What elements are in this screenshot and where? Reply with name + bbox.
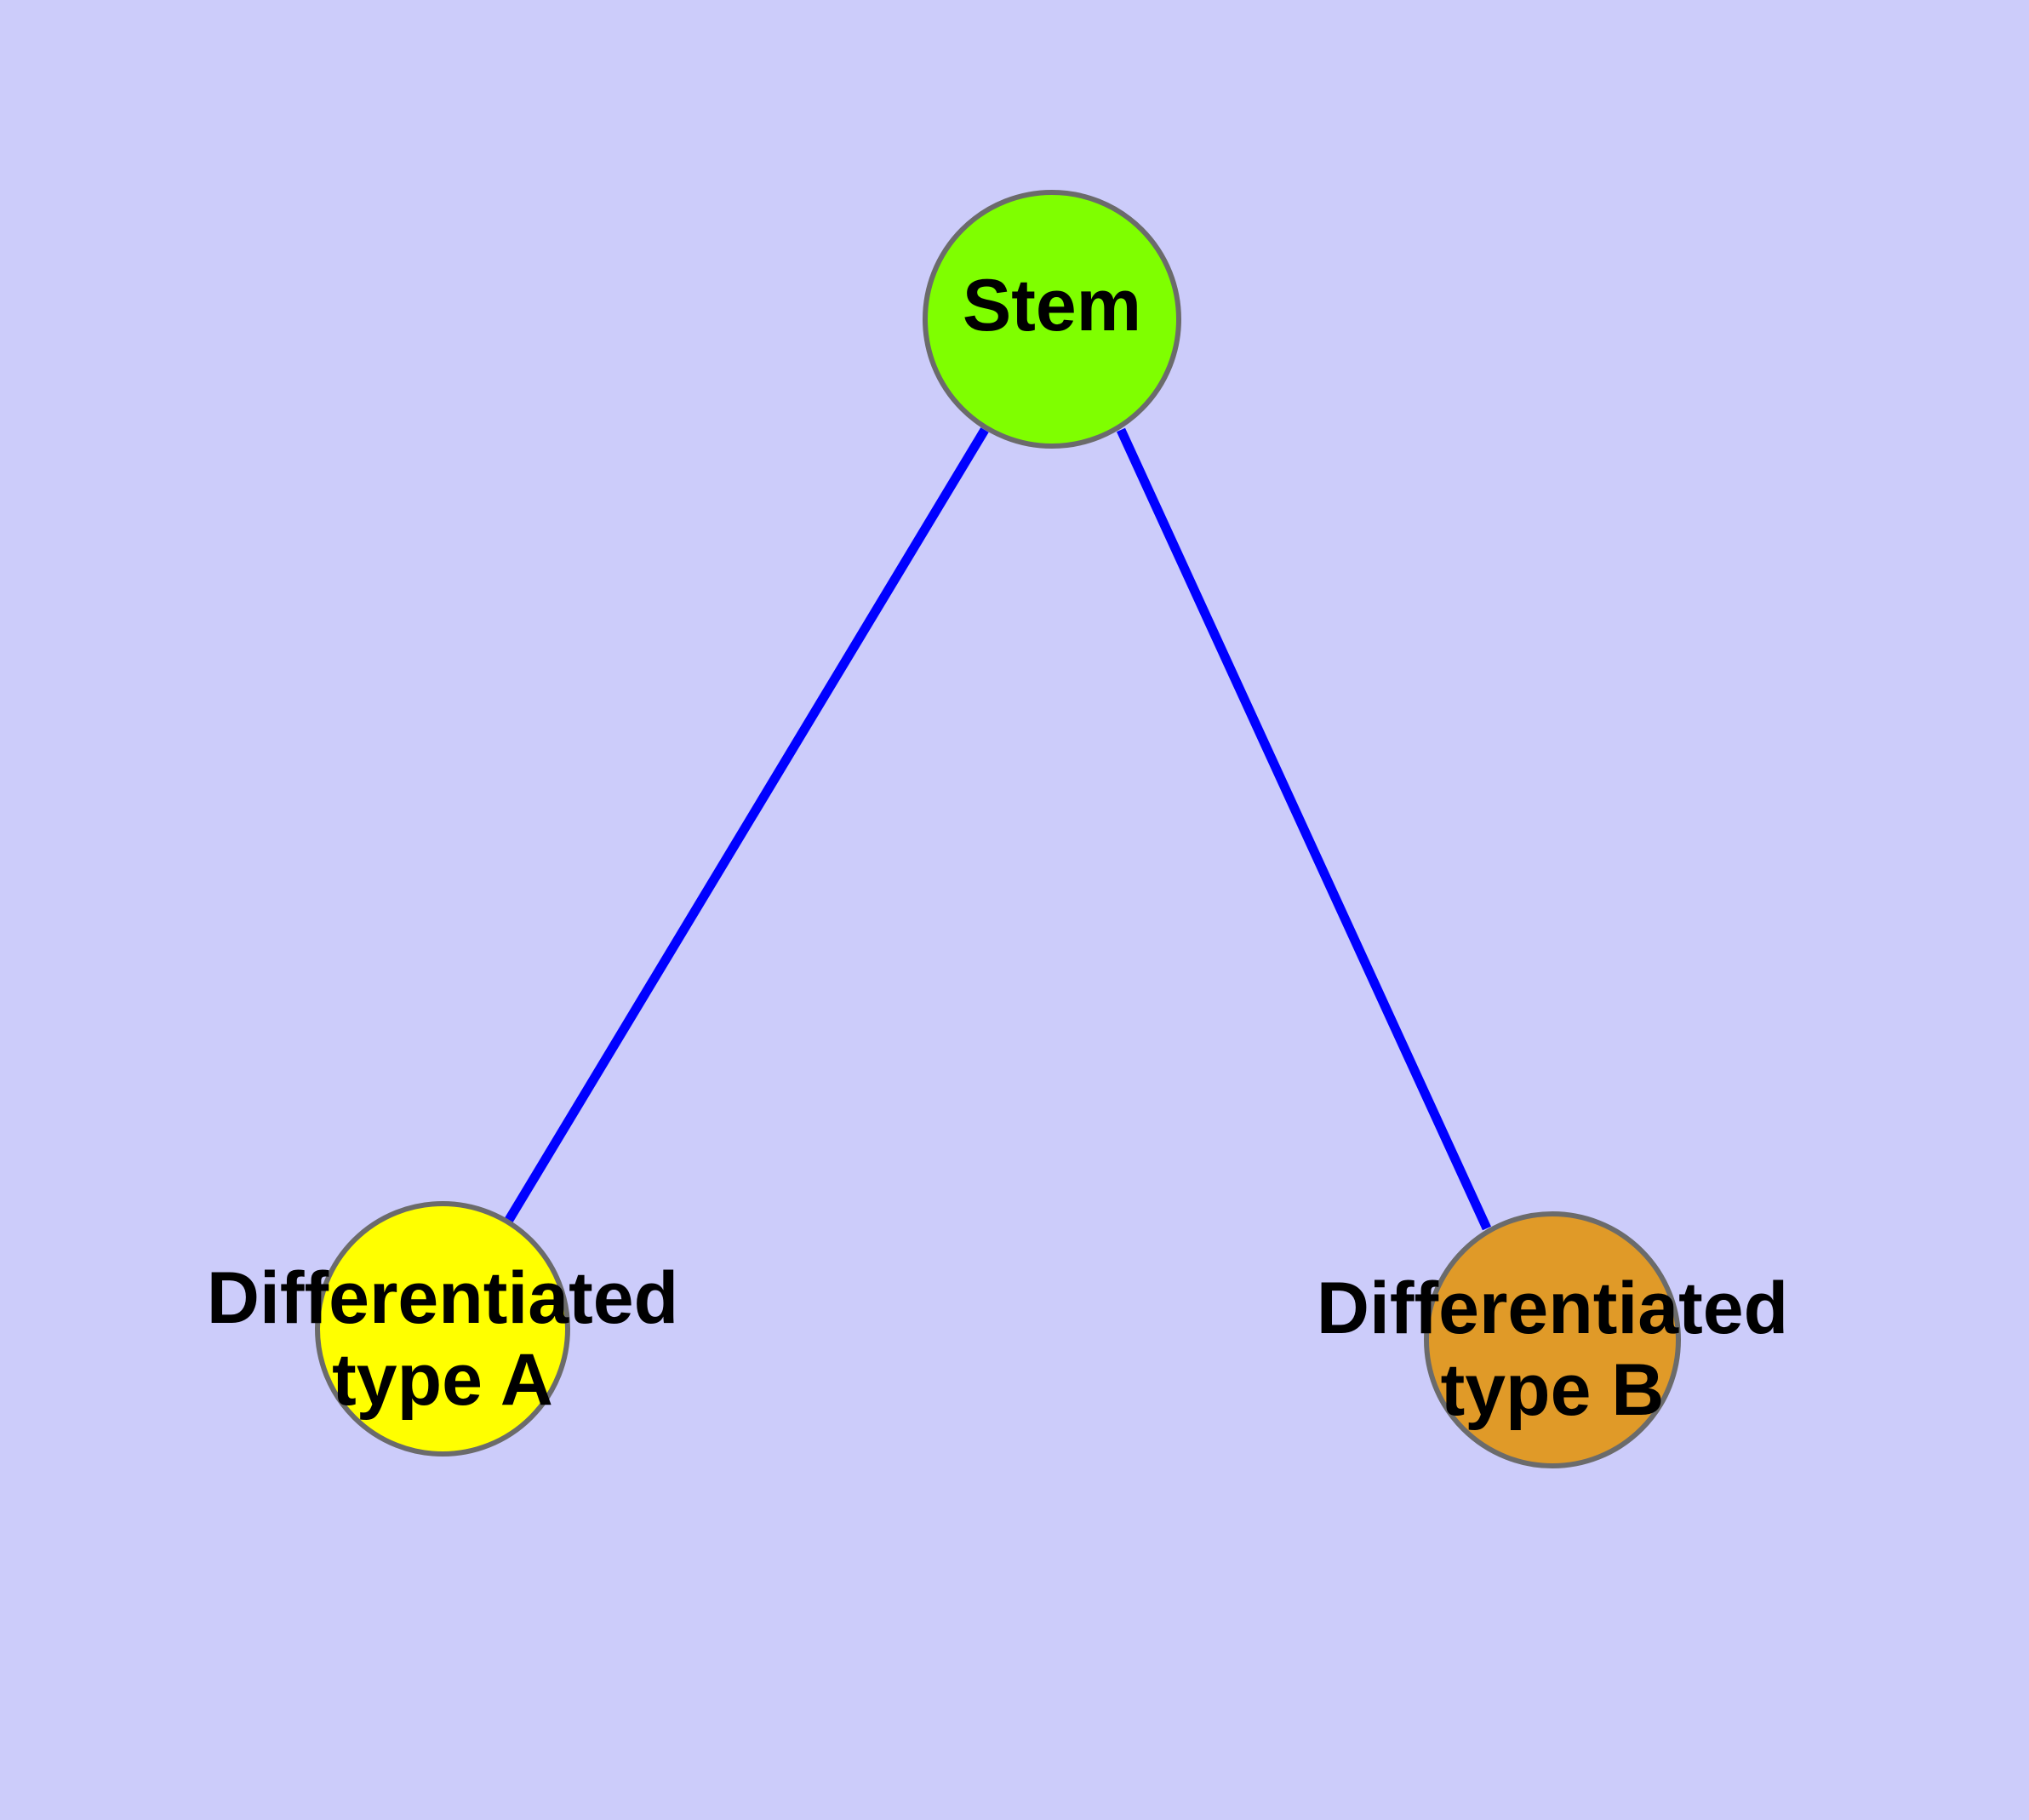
- node-differentiated-type-a[interactable]: [315, 1201, 570, 1457]
- node-differentiated-type-b[interactable]: [1424, 1211, 1681, 1468]
- node-stem[interactable]: [923, 190, 1181, 449]
- edge-stem-to-diff-b[interactable]: [1117, 427, 1491, 1231]
- edge-stem-to-diff-a[interactable]: [505, 427, 989, 1222]
